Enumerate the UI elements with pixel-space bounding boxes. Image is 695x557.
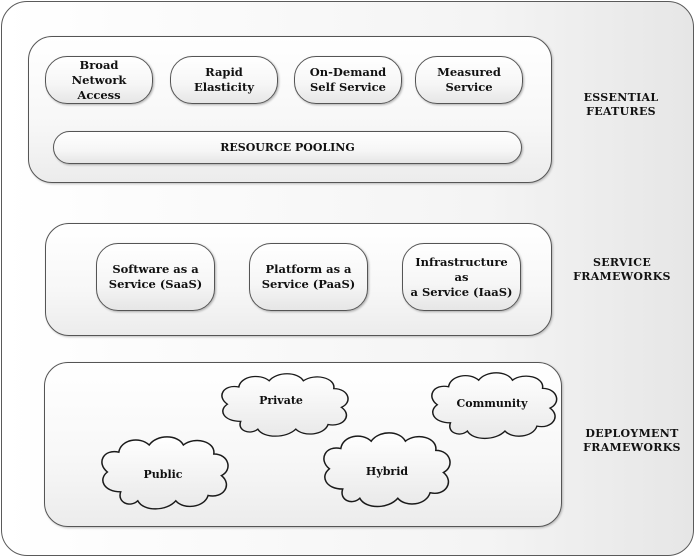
rapid-elasticity-box: Rapid Elasticity (170, 56, 278, 104)
essential-label-line2: FEATURES (586, 105, 656, 118)
public-cloud-label: Public (143, 468, 183, 481)
measured-service-box: Measured Service (415, 56, 523, 104)
service-frameworks-label: SERVICE FRAMEWORKS (566, 256, 678, 284)
deployment-label-line2: FRAMEWORKS (583, 441, 681, 454)
resource-pooling-label: RESOURCE POOLING (220, 140, 355, 154)
service-label-line1: SERVICE (593, 256, 651, 269)
community-cloud-label: Community (456, 397, 528, 410)
paas-box: Platform as a Service (PaaS) (249, 243, 368, 311)
broad-network-line1: Broad Network (71, 57, 127, 87)
on-demand-line2: Self Service (310, 80, 386, 94)
measured-line1: Measured (437, 65, 501, 79)
broad-network-line2: Access (77, 87, 121, 102)
private-cloud-label: Private (259, 394, 303, 407)
iaas-box: Infrastructure as a Service (IaaS) (402, 243, 521, 311)
iaas-line1: Infrastructure as (415, 254, 508, 284)
hybrid-cloud-label: Hybrid (365, 465, 409, 478)
essential-label-line1: ESSENTIAL (583, 91, 659, 104)
saas-line2: Service (SaaS) (108, 277, 203, 291)
essential-features-label: ESSENTIAL FEATURES (571, 91, 671, 119)
deployment-frameworks-label: DEPLOYMENT FRAMEWORKS (572, 427, 692, 455)
broad-network-access-box: Broad Network Access (45, 56, 153, 104)
on-demand-self-service-box: On-Demand Self Service (294, 56, 402, 104)
rapid-elasticity-label: Rapid Elasticity (193, 65, 255, 94)
on-demand-line1: On-Demand (309, 65, 387, 79)
deployment-label-line1: DEPLOYMENT (585, 427, 679, 440)
measured-line2: Service (445, 80, 493, 94)
saas-box: Software as a Service (SaaS) (96, 243, 215, 311)
service-label-line2: FRAMEWORKS (573, 270, 671, 283)
resource-pooling-box: RESOURCE POOLING (53, 131, 522, 164)
iaas-line2: a Service (IaaS) (410, 284, 513, 299)
paas-line2: Service (PaaS) (261, 277, 356, 291)
saas-line1: Software as a (112, 262, 199, 276)
paas-line1: Platform as a (265, 262, 352, 276)
